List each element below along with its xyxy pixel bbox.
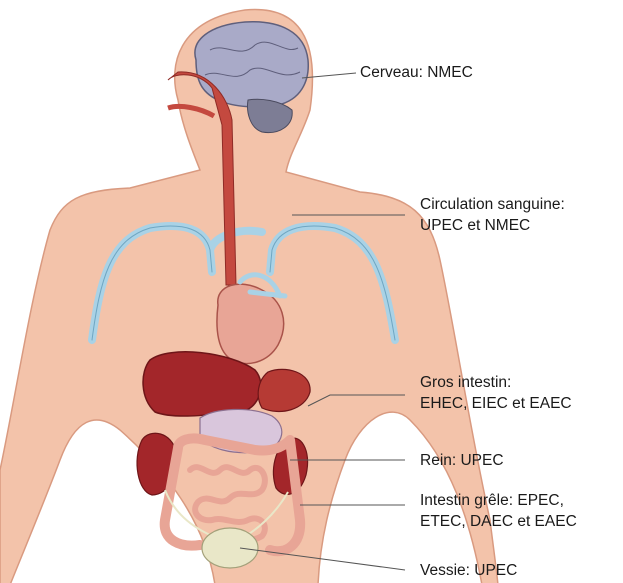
label-blood-line2: UPEC et NMEC <box>420 215 565 236</box>
bladder <box>202 528 258 568</box>
label-brain: Cerveau: NMEC <box>360 62 473 83</box>
label-large-intestine-line2: EHEC, EIEC et EAEC <box>420 393 572 414</box>
label-brain-line1: Cerveau: NMEC <box>360 62 473 83</box>
label-small-intestine-line2: ETEC, DAEC et EAEC <box>420 511 577 532</box>
label-large-intestine-line1: Gros intestin: <box>420 372 572 393</box>
label-small-intestine-line1: Intestin grêle: EPEC, <box>420 490 577 511</box>
label-bladder: Vessie: UPEC <box>420 560 517 581</box>
label-kidney: Rein: UPEC <box>420 450 504 471</box>
label-blood-circulation: Circulation sanguine: UPEC et NMEC <box>420 194 565 236</box>
brain-organ <box>195 22 308 107</box>
label-large-intestine: Gros intestin: EHEC, EIEC et EAEC <box>420 372 572 414</box>
label-bladder-line1: Vessie: UPEC <box>420 560 517 581</box>
label-kidney-line1: Rein: UPEC <box>420 450 504 471</box>
label-small-intestine: Intestin grêle: EPEC, ETEC, DAEC et EAEC <box>420 490 577 532</box>
label-blood-line1: Circulation sanguine: <box>420 194 565 215</box>
